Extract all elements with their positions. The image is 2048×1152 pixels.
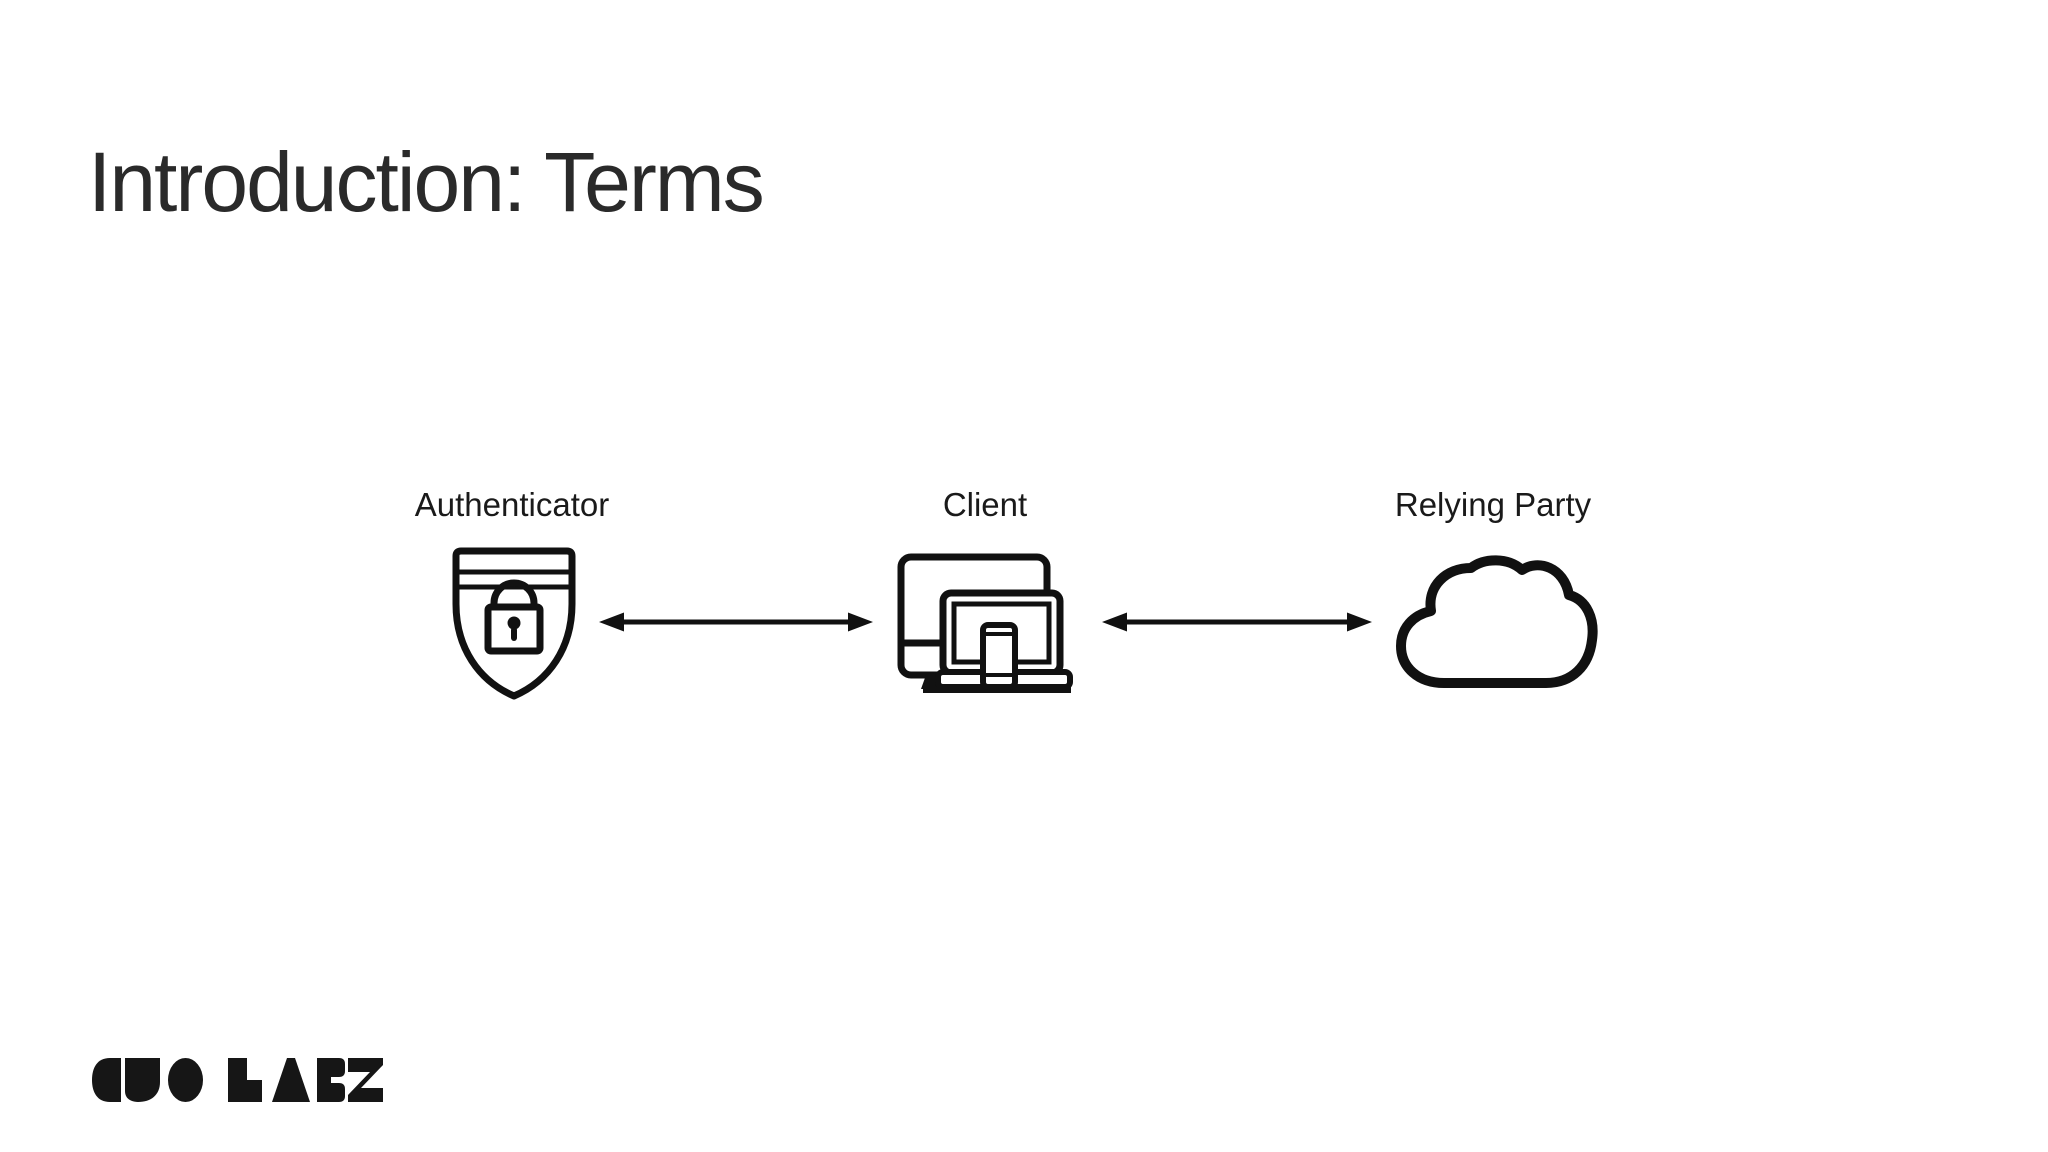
- cloud-icon: [1392, 550, 1602, 693]
- authenticator-client-arrow: [597, 604, 875, 640]
- client-relying-party-arrow: [1100, 604, 1374, 640]
- client-label: Client: [942, 486, 1028, 523]
- devices-icon: [897, 553, 1073, 693]
- shield-lock-icon: [452, 547, 576, 700]
- duo-labs-logo: [88, 1058, 383, 1103]
- authenticator-label: Authenticator: [414, 486, 610, 523]
- relying-party-label: Relying Party: [1394, 486, 1592, 523]
- page-title: Introduction: Terms: [88, 135, 765, 229]
